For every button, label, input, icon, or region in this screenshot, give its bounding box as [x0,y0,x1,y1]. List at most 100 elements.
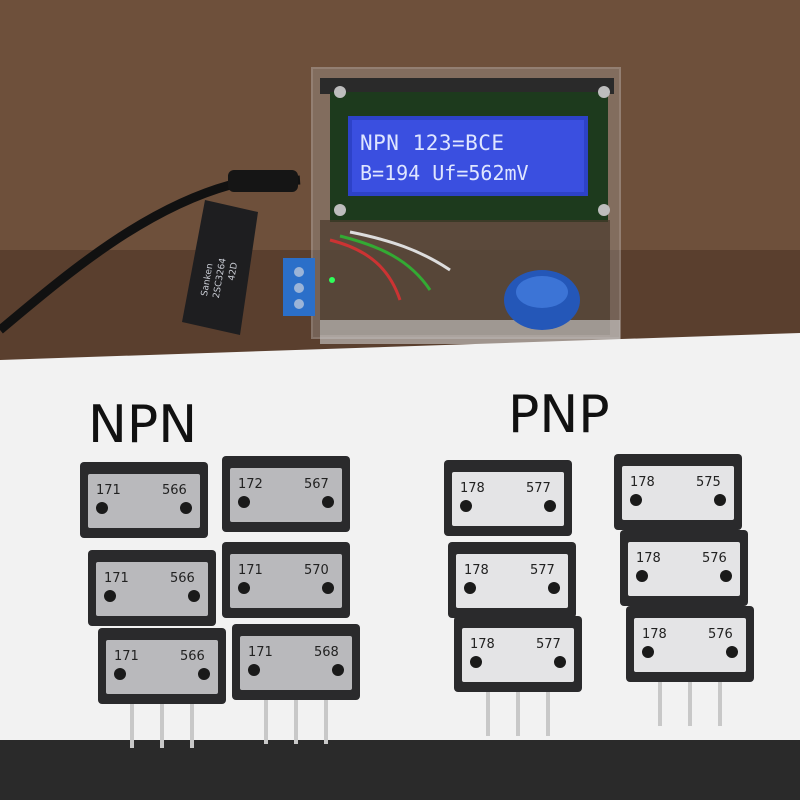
transistor-hfe-left: 171 [104,571,129,586]
lcd-display: NPN 123=BCE B=194 Uf=562mV [348,116,588,196]
npn-label: NPN [88,395,197,455]
transistor-lead [486,688,490,736]
led-icon [329,277,335,283]
lcd-line-1: NPN 123=BCE [360,131,505,155]
metal-tab [230,468,342,522]
transistor-lead [324,696,328,744]
power-transistor: 178 577 [444,460,572,536]
mounting-hole-icon [188,590,200,602]
transistor-hfe-right: 576 [708,627,733,642]
mounting-hole-icon [636,570,648,582]
chip-code: 42D [227,262,240,282]
transistor-hfe-left: 171 [248,645,273,660]
mounting-hole-icon [322,496,334,508]
transistor-hfe-left: 178 [636,551,661,566]
mounting-hole-icon [548,582,560,594]
table-edge [0,740,800,800]
mounting-hole-icon [460,500,472,512]
transistor-lead [658,678,662,726]
transistor-hfe-left: 178 [470,637,495,652]
transistor-hfe-right: 566 [170,571,195,586]
transistor-hfe-right: 576 [702,551,727,566]
metal-tab [634,618,746,672]
power-transistor: 178 576 [626,606,754,726]
mounting-hole-icon [198,668,210,680]
metal-tab [240,636,352,690]
transistor-hfe-left: 171 [238,563,263,578]
power-transistor: 178 577 [454,616,582,736]
mounting-hole-icon [642,646,654,658]
screw-icon [598,86,610,98]
mounting-hole-icon [322,582,334,594]
power-transistor: 178 576 [620,530,748,606]
test-transistor: Sanken 2SC3264 42D [182,200,315,335]
cable-plug [228,170,298,192]
power-transistor: 171 566 [80,462,208,538]
metal-tab [628,542,740,596]
mounting-hole-icon [544,500,556,512]
transistor-hfe-left: 178 [464,563,489,578]
power-transistor: 171 570 [222,542,350,618]
metal-tab [452,472,564,526]
transistor-hfe-right: 577 [536,637,561,652]
transistor-lead [190,700,194,748]
mounting-hole-icon [630,494,642,506]
transistor-hfe-right: 570 [304,563,329,578]
lcd-line-2: B=194 Uf=562mV [360,161,529,185]
power-transistor: 178 575 [614,454,742,530]
power-transistor: 171 566 [88,550,216,626]
power-cable [0,175,301,334]
transistor-hfe-left: 178 [630,475,655,490]
power-transistor: 178 577 [448,542,576,618]
transistor-hfe-left: 171 [96,483,121,498]
transistor-lead [718,678,722,726]
transistor-hfe-left: 172 [238,477,263,492]
transistor-hfe-right: 567 [304,477,329,492]
screw-icon [334,86,346,98]
mounting-hole-icon [238,582,250,594]
transistor-hfe-right: 575 [696,475,721,490]
metal-tab [88,474,200,528]
power-transistor: 171 568 [232,624,360,744]
mounting-hole-icon [114,668,126,680]
transistor-grid: 171 566 171 566 171 566 172 567 171 570 171 568 178 5… [80,454,754,748]
mounting-hole-icon [96,502,108,514]
metal-tab [622,466,734,520]
mounting-hole-icon [464,582,476,594]
transistor-lead [688,678,692,726]
tester-enclosure [311,67,621,344]
mounting-hole-icon [104,590,116,602]
mounting-hole-icon [248,664,260,676]
mounting-hole-icon [332,664,344,676]
mounting-hole-icon [726,646,738,658]
screw-icon [598,204,610,216]
transistor-lead [264,696,268,744]
mounting-hole-icon [180,502,192,514]
metal-tab [106,640,218,694]
transistor-hfe-right: 566 [180,649,205,664]
mounting-hole-icon [554,656,566,668]
transistor-lead [160,700,164,748]
mounting-hole-icon [714,494,726,506]
mounting-hole-icon [238,496,250,508]
pnp-label: PNP [508,385,610,445]
transistor-hfe-left: 178 [642,627,667,642]
metal-tab [230,554,342,608]
power-transistor: 171 566 [98,628,226,748]
power-transistor: 172 567 [222,456,350,532]
metal-tab [462,628,574,682]
transistor-hfe-left: 171 [114,649,139,664]
transistor-lead [516,688,520,736]
transistor-hfe-right: 568 [314,645,339,660]
transistor-lead [294,696,298,744]
transistor-hfe-left: 178 [460,481,485,496]
transistor-lead [546,688,550,736]
transistor-hfe-right: 577 [530,563,555,578]
mounting-hole-icon [470,656,482,668]
metal-tab [456,554,568,608]
mounting-hole-icon [720,570,732,582]
transistor-hfe-right: 577 [526,481,551,496]
transistor-hfe-right: 566 [162,483,187,498]
screw-icon [334,204,346,216]
